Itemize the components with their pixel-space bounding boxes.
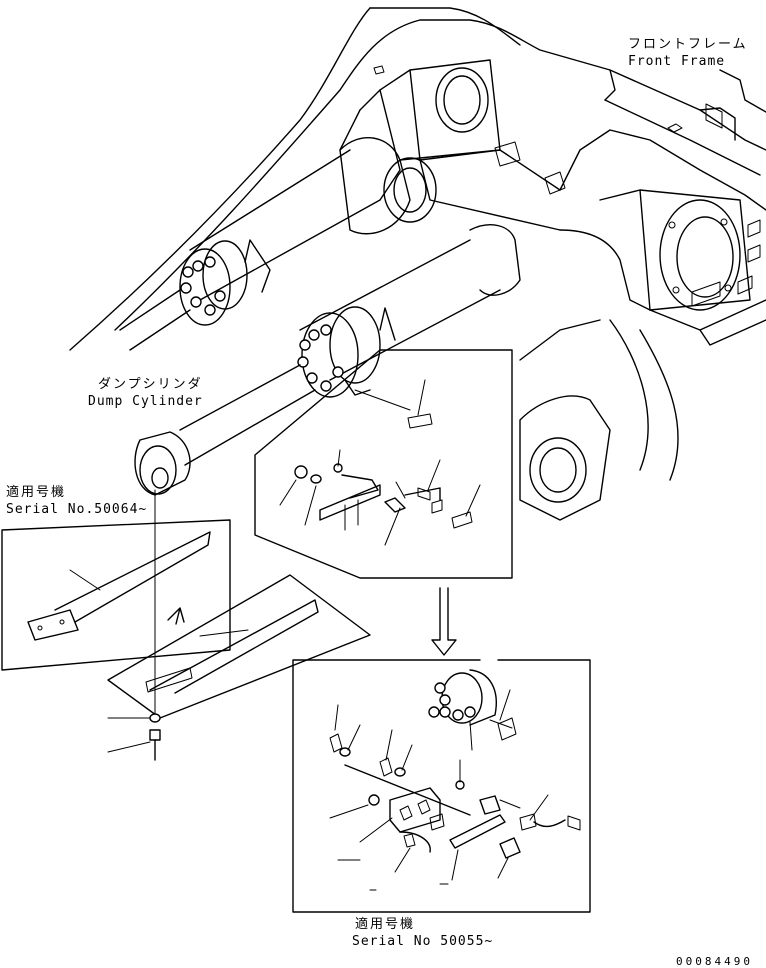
serial-a-inset bbox=[1, 519, 231, 671]
mounting-plate bbox=[107, 489, 371, 761]
serial-a-label-jp: 適用号機 bbox=[6, 485, 67, 500]
detail-box-b bbox=[292, 659, 591, 913]
dump-cylinder-label-en: Dump Cylinder bbox=[88, 394, 203, 409]
dump-cylinder-lower bbox=[134, 224, 521, 496]
front-frame-label-en: Front Frame bbox=[628, 54, 726, 69]
front-frame-label-jp: フロントフレーム bbox=[628, 37, 748, 52]
front-frame-drawing bbox=[69, 7, 766, 521]
detail-box-a bbox=[254, 349, 513, 579]
serial-b-label-jp: 適用号機 bbox=[355, 917, 416, 932]
serial-a-label-en: Serial No.50064~ bbox=[6, 502, 148, 517]
arrow-down-icon bbox=[431, 587, 457, 656]
dump-cylinder-upper bbox=[119, 149, 381, 351]
dump-cylinder-label-jp: ダンプシリンダ bbox=[98, 377, 203, 392]
drawing-code: 00084490 bbox=[676, 955, 753, 968]
serial-b-label-en: Serial No 50055~ bbox=[352, 934, 494, 949]
